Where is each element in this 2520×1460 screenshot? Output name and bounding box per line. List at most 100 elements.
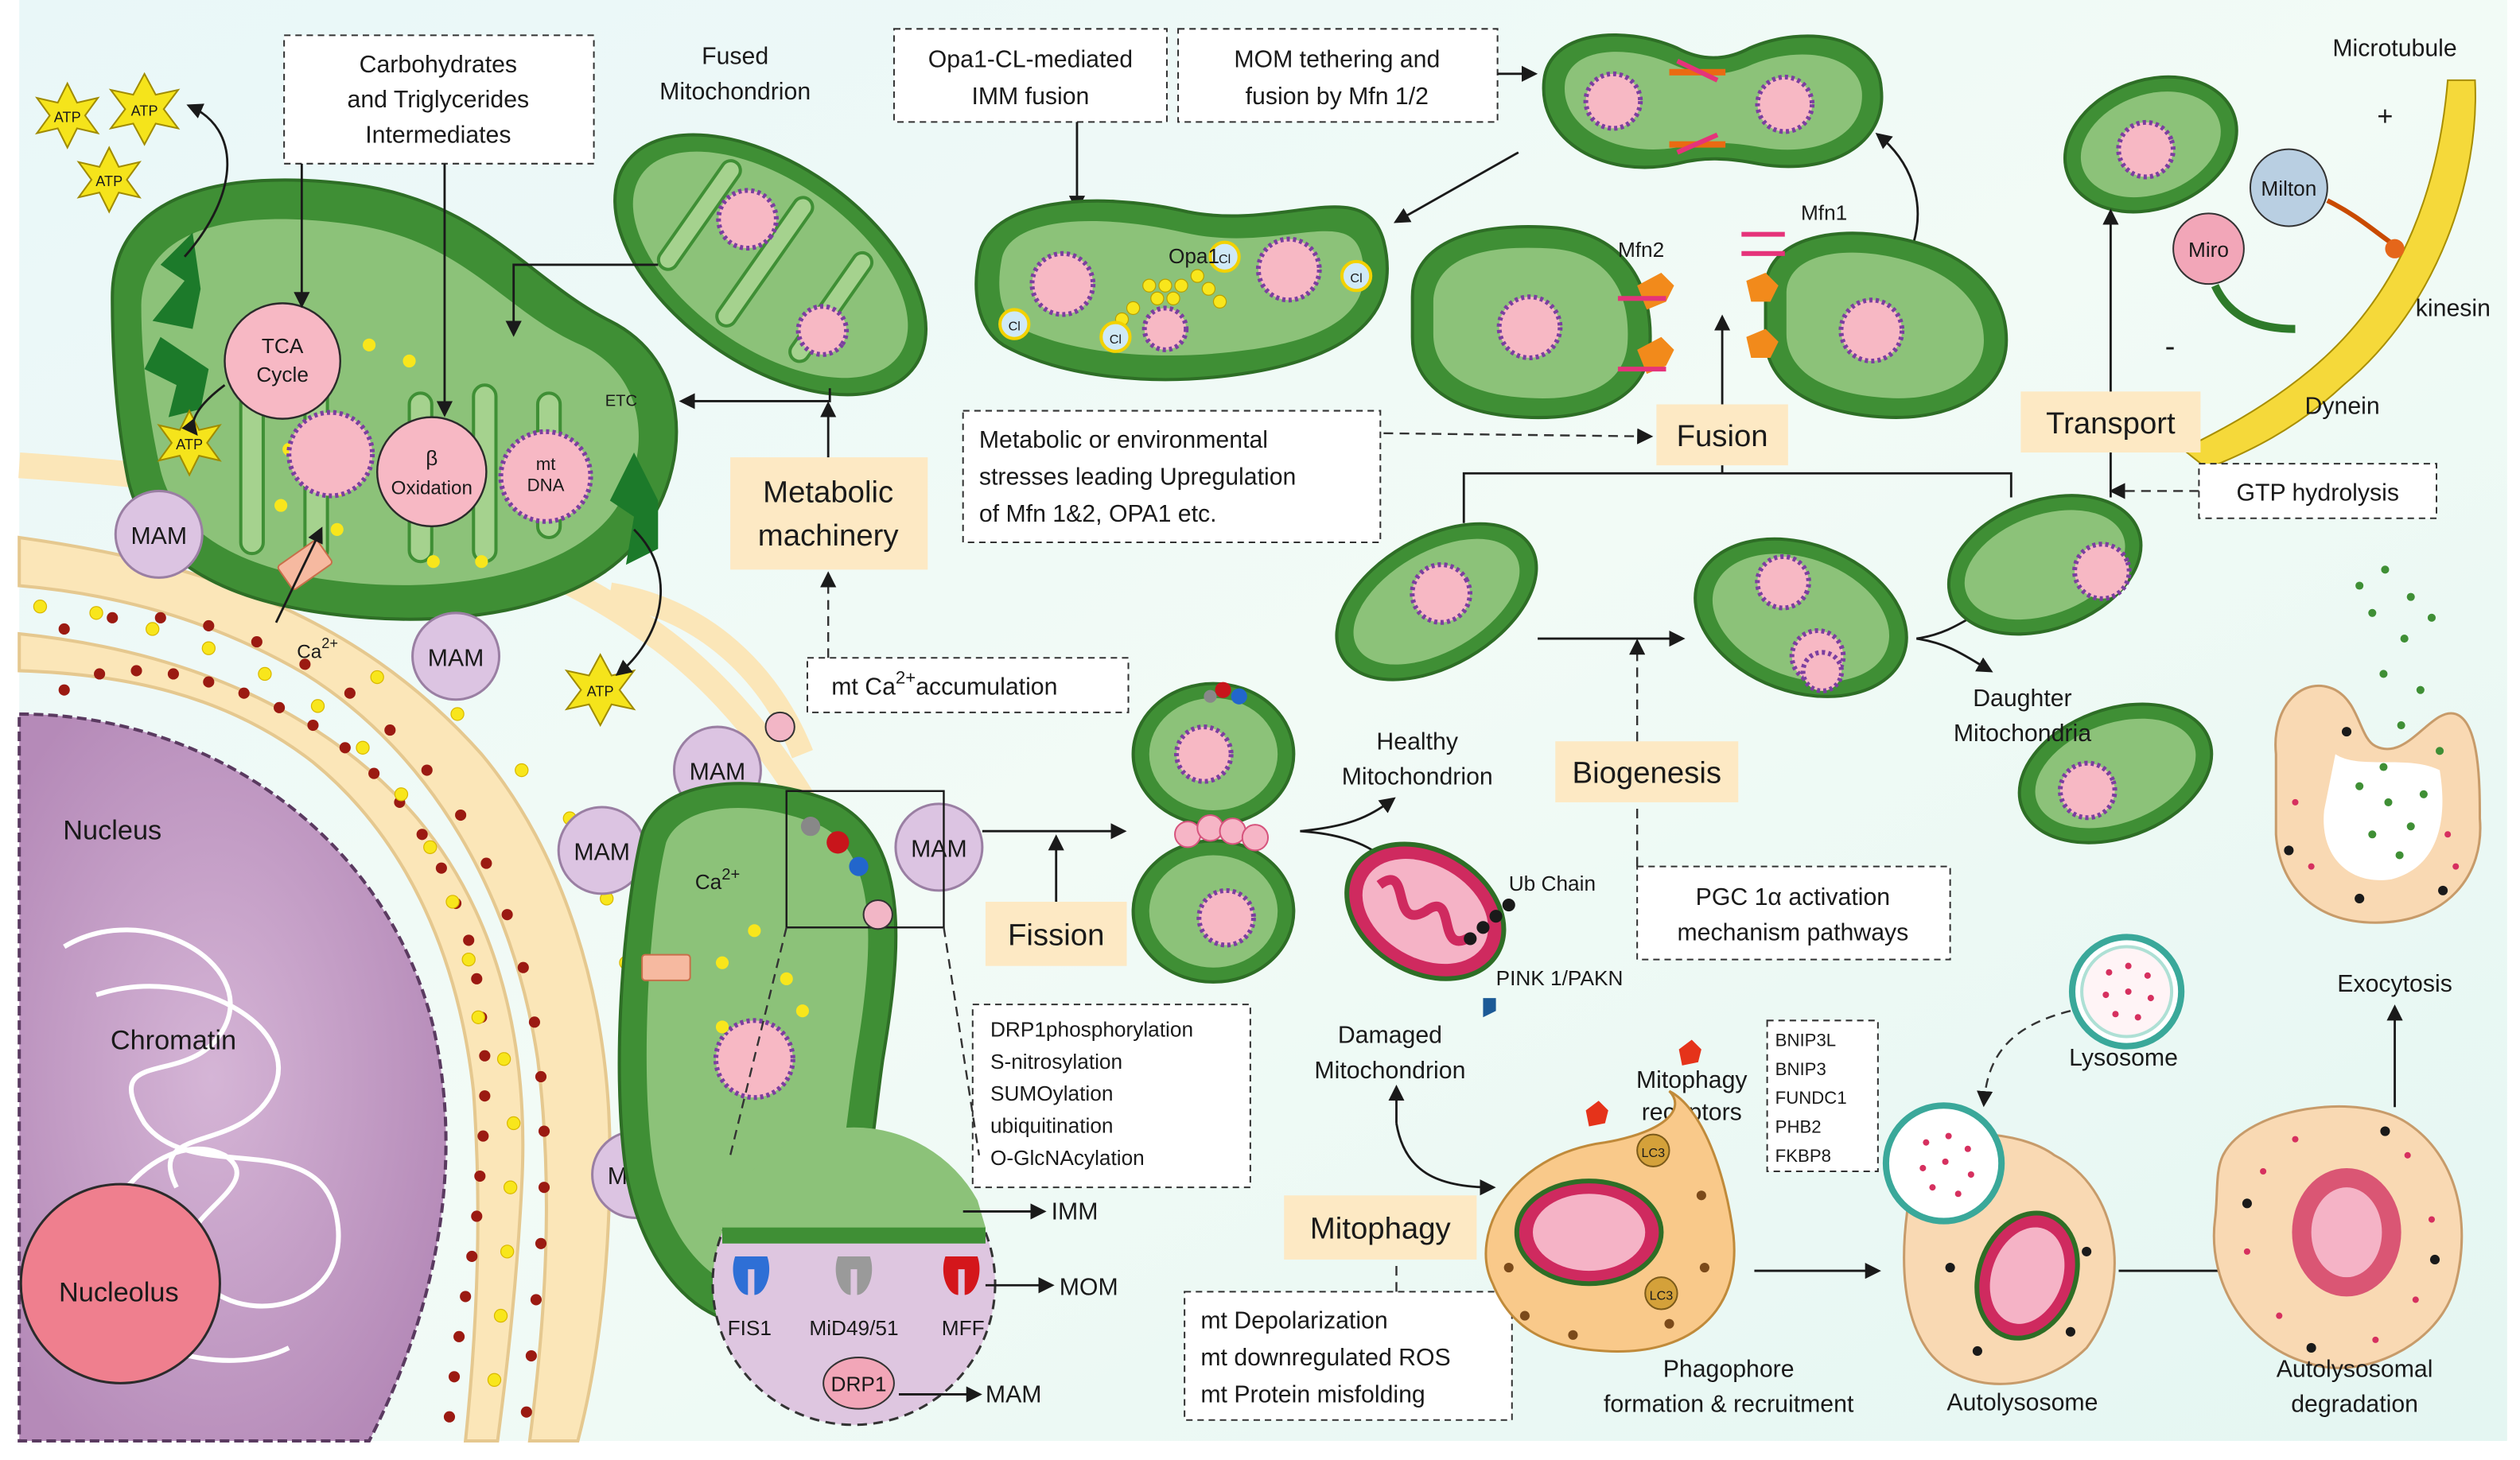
- fission-mod-4: ubiquitination: [990, 1114, 1114, 1138]
- nucleus: [18, 712, 448, 1443]
- metabolic-label-2: machinery: [758, 518, 900, 553]
- mam-label-6: MAM: [911, 837, 967, 863]
- receptors-label-1: Mitophagy: [1636, 1067, 1748, 1093]
- biogenesis-tag: [1555, 741, 1739, 802]
- mitophagy-label: Mitophagy: [1310, 1212, 1452, 1246]
- atp-label-4: ATP: [176, 437, 203, 452]
- lc3-label-2: LC3: [1650, 1288, 1674, 1303]
- fused-mitochondrion: [613, 133, 928, 397]
- stress-line-3: of Mfn 1&2, OPA1 etc.: [979, 501, 1217, 527]
- fission-label: Fission: [1008, 918, 1104, 952]
- atp-star-icon: [35, 72, 636, 728]
- gtp-label: GTP hydrolysis: [2236, 480, 2399, 507]
- pink-label: PINK 1/PAKN: [1496, 966, 1624, 990]
- mt-ca-label: mt Ca2+accumulation: [831, 668, 1057, 701]
- stress-line-2: stresses leading Upregulation: [979, 464, 1297, 490]
- beta-label-2: Oxidation: [391, 477, 472, 499]
- microtubule-label: Microtubule: [2332, 36, 2456, 62]
- exocytosis-vesicle: [2274, 565, 2482, 924]
- beta-oxidation-circle: [375, 416, 488, 528]
- stress-box: [962, 410, 1382, 544]
- cl-label-1: Cl: [1009, 320, 1021, 334]
- receptor-list-box: [1766, 1019, 1879, 1173]
- beta-label-1: β: [426, 446, 438, 470]
- cl-label-2: Cl: [1110, 332, 1122, 347]
- receptor-2: BNIP3: [1775, 1059, 1826, 1079]
- mfn1-mitochondrion: [1741, 231, 2009, 419]
- milton-circle: [2249, 148, 2328, 227]
- er-ribosomes: [58, 612, 550, 1423]
- er-calcium-dots: [33, 600, 633, 1387]
- mom-label: MOM: [1060, 1274, 1118, 1300]
- receptor-5: FKBP8: [1775, 1146, 1831, 1166]
- mitophagy-tag: [1284, 1195, 1477, 1260]
- atp-label-5: ATP: [587, 684, 614, 700]
- mfn2-label: Mfn2: [1618, 238, 1664, 262]
- daughter-label-2: Mitochondria: [1954, 720, 2091, 747]
- ub-chain: [1464, 898, 1515, 946]
- metabolic-machinery-tag: [730, 457, 928, 570]
- replicating-mitochondrion: [1694, 537, 1908, 698]
- tethered-mitochondrion: [1542, 33, 1884, 169]
- lysosome: [2068, 934, 2185, 1050]
- cause-2: mt downregulated ROS: [1200, 1345, 1450, 1371]
- miro-circle: [2172, 212, 2245, 285]
- nucleolus: [19, 1182, 221, 1384]
- autolysosome-label: Autolysosome: [1946, 1390, 2098, 1416]
- mid-label: MiD49/51: [809, 1316, 898, 1340]
- damaged-label-1: Damaged: [1338, 1023, 1442, 1049]
- exocytosis-label: Exocytosis: [2337, 971, 2452, 997]
- fission-zoom-circle: [711, 1127, 997, 1427]
- pgc-box: [1636, 865, 1951, 961]
- opa1-cl-box: [892, 28, 1168, 123]
- lysosome-label: Lysosome: [2069, 1045, 2178, 1071]
- transport-label: Transport: [2046, 406, 2176, 441]
- atp-label-3: ATP: [95, 173, 122, 189]
- daughter-label-1: Daughter: [1973, 685, 2071, 712]
- nucleus-label: Nucleus: [63, 815, 161, 845]
- drp1-label: DRP1: [831, 1372, 887, 1396]
- daughter-mitochondrion-top: [1946, 494, 2143, 636]
- tca-label-2: Cycle: [256, 363, 309, 386]
- autolysosomal-label-1: Autolysosomal: [2277, 1356, 2433, 1382]
- zoom-box: [785, 790, 945, 929]
- carbs-line-3: Intermediates: [365, 122, 511, 149]
- opa1-label: Opa1: [1169, 244, 1219, 268]
- dividing-mitochondrion: [1131, 681, 1296, 984]
- receptor-4: PHB2: [1775, 1117, 1822, 1137]
- tca-label-1: TCA: [262, 334, 304, 358]
- healthy-label-1: Healthy: [1376, 728, 1458, 755]
- cl-label-4: Cl: [1350, 271, 1362, 285]
- mam-label-3: MAM: [690, 759, 746, 786]
- autolysosome: [1882, 1102, 2116, 1385]
- fission-mod-1: DRP1phosphorylation: [990, 1017, 1193, 1041]
- fused-label-2: Mitochondrion: [659, 79, 811, 105]
- transport-mitochondrion: [2063, 75, 2238, 214]
- pgc-line-1: PGC 1α activation: [1696, 884, 1890, 911]
- ca-label-top: Ca2+: [297, 635, 338, 662]
- atp-label-2: ATP: [131, 103, 158, 118]
- opa1-cl-line-2: IMM fusion: [971, 83, 1089, 110]
- opa1-fusion-mitochondrion: [974, 199, 1389, 382]
- mam-label-1: MAM: [130, 523, 187, 549]
- carbs-line-1: Carbohydrates: [360, 52, 517, 78]
- lc3-label-1: LC3: [1642, 1146, 1666, 1160]
- fission-mod-3: SUMOylation: [990, 1081, 1113, 1105]
- mfn1-label: Mfn1: [1801, 200, 1847, 224]
- fused-label-1: Fused: [702, 44, 768, 70]
- atp-arrow: [183, 103, 229, 258]
- receptor-3: FUNDC1: [1775, 1088, 1847, 1108]
- fission-mods-box: [971, 1004, 1251, 1189]
- atp-label-1: ATP: [54, 109, 81, 125]
- cause-3: mt Protein misfolding: [1200, 1382, 1425, 1408]
- autolysosomal-degradation: [2212, 1105, 2464, 1369]
- damaged-mitochondrion: [1344, 841, 1507, 981]
- cause-1: mt Depolarization: [1200, 1308, 1387, 1334]
- imm-label: IMM: [1052, 1199, 1099, 1225]
- mitophagy-causes-box: [1184, 1291, 1513, 1421]
- autolysosomal-label-2: degradation: [2291, 1392, 2418, 1418]
- mff-label: MFF: [942, 1316, 985, 1340]
- gtp-box: [2198, 463, 2438, 519]
- chromatin-label: Chromatin: [111, 1026, 236, 1056]
